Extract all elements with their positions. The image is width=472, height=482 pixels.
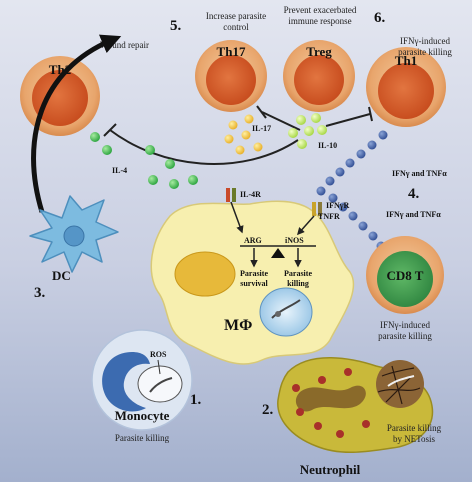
dc-label: DC (52, 268, 71, 283)
il4r-label: IL-4R (240, 190, 261, 199)
treg-cell: Treg (283, 40, 355, 112)
parasite-survival-label-1: Parasite (240, 269, 268, 278)
tnfr-label: TNFR (318, 212, 340, 221)
ifng-killing-top-label-2: parasite killing (398, 47, 452, 57)
number-2: 2. (262, 402, 274, 418)
prevent-label-1: Prevent exacerbated (284, 5, 357, 15)
il10-label: IL-10 (318, 141, 337, 150)
number-5: 5. (170, 18, 182, 34)
prevent-label-2: immune response (288, 16, 351, 26)
treg-inhibition (103, 105, 373, 165)
ifng-killing-top-label-1: IFNγ-induced (400, 36, 450, 46)
netosis-label-2: by NETosis (393, 434, 436, 444)
ifngr-tnfr-receptor (297, 202, 322, 236)
th1-cell: Th1 (366, 47, 446, 127)
number-1: 1. (190, 392, 202, 408)
ifng-tnf-label-1: IFNγ and TNFα (392, 169, 447, 178)
il4r-receptor (226, 188, 244, 234)
neutrophil-cell (277, 357, 434, 454)
monocyte-killing-label: Parasite killing (115, 433, 170, 443)
ifngr-label: IFNγR (326, 201, 350, 210)
il4-label: IL-4 (112, 166, 127, 175)
ifng-killing-cd8-label-2: parasite killing (378, 331, 432, 341)
parasite-survival-label-2: survival (240, 279, 268, 288)
number-4: 4. (408, 186, 420, 202)
neutrophil-label: Neutrophil (300, 462, 361, 477)
wound-repair-label: Wound repair (100, 40, 149, 50)
macrophage-cell (150, 200, 355, 365)
increase-control-label-1: Increase parasite (206, 11, 266, 21)
il17-label: IL-17 (252, 124, 271, 133)
cd8-label: CD8 T (387, 268, 424, 283)
monocyte-cell (91, 329, 193, 431)
parasite-killing-label-2: killing (287, 279, 309, 288)
balance-fulcrum (271, 248, 285, 258)
th17-label: Th17 (217, 44, 246, 59)
macrophage-label: MΦ (224, 317, 252, 334)
parasite-killing-label-1: Parasite (284, 269, 312, 278)
treg-label: Treg (306, 44, 332, 59)
number-3: 3. (34, 285, 46, 301)
arg-label: ARG (244, 236, 262, 245)
ifng-cytokines (316, 130, 388, 251)
ifng-tnf-label-2: IFNγ and TNFα (386, 210, 441, 219)
dendritic-cell (29, 195, 119, 273)
increase-control-label-2: control (223, 22, 249, 32)
monocyte-label: Monocyte (115, 408, 170, 423)
netosis-label-1: Parasite killing (387, 423, 442, 433)
inos-label: iNOS (285, 236, 304, 245)
dc-to-th-arrow (31, 34, 122, 213)
th1-label: Th1 (395, 53, 417, 68)
th17-cell: Th17 (195, 40, 267, 112)
il10-cytokines (288, 113, 327, 149)
il4-cytokines (90, 132, 198, 189)
ros-label: ROS (150, 350, 167, 359)
th2-cell: Th2 (20, 56, 100, 136)
ifng-killing-cd8-label-1: IFNγ-induced (380, 320, 430, 330)
number-6: 6. (374, 10, 386, 26)
il17-cytokines (224, 114, 263, 155)
cd8-t-cell: CD8 T (366, 236, 444, 314)
